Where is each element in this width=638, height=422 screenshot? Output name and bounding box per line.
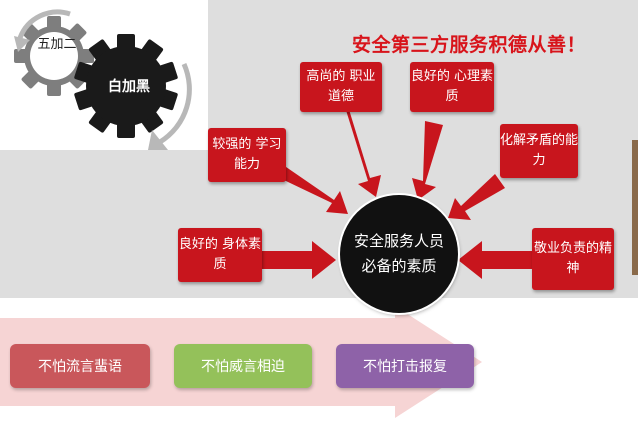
big-gear-arc	[158, 62, 192, 145]
small-gear-arc	[17, 9, 71, 39]
edge-strip	[632, 140, 638, 275]
center-label: 安全服务人员必备的素质	[353, 232, 444, 275]
big-gear-arc-head	[148, 130, 168, 150]
quality-box-learning: 较强的 学习能力	[208, 128, 286, 182]
arrow-q1	[329, 103, 381, 197]
quality-label: 敬业负责的精神	[533, 241, 612, 276]
principle-label: 不怕威言相迫	[201, 359, 285, 375]
arrow-q5	[262, 241, 336, 279]
center-core-circle: 安全服务人员必备的素质	[340, 195, 458, 313]
quality-box-conflict-resolution: 化解矛盾的能力	[500, 124, 578, 178]
small-gear-arc-head	[14, 36, 30, 52]
principle-pill-retaliation: 不怕打击报复	[336, 344, 474, 388]
quality-label: 良好的 心理素质	[410, 69, 494, 104]
arrow-q6	[458, 241, 532, 279]
small-gear-icon	[14, 16, 94, 96]
quality-label: 高尚的 职业道德	[306, 69, 376, 104]
quality-label: 化解矛盾的能力	[500, 133, 579, 168]
big-gear-icon	[74, 34, 178, 138]
arrow-q2	[412, 121, 443, 200]
quality-box-professional-ethics: 高尚的 职业道德	[300, 62, 382, 112]
quality-box-dedication: 敬业负责的精神	[532, 228, 614, 290]
quality-box-physical: 良好的 身体素质	[178, 228, 262, 282]
principle-label: 不怕流言蜚语	[38, 359, 122, 375]
arrow-q4	[448, 174, 505, 220]
slogan-text: 安全第三方服务积德从善！	[352, 34, 587, 56]
quality-label: 良好的 身体素质	[178, 237, 262, 272]
big-gear-label: 白加黑	[108, 79, 150, 95]
principle-pill-threats: 不怕威言相迫	[174, 344, 312, 388]
quality-label: 较强的 学习能力	[212, 137, 282, 172]
small-gear-label: 五加二	[37, 37, 77, 52]
principle-pill-rumors: 不怕流言蜚语	[10, 344, 150, 388]
principle-label: 不怕打击报复	[363, 359, 447, 375]
quality-box-psychological: 良好的 心理素质	[410, 62, 494, 112]
